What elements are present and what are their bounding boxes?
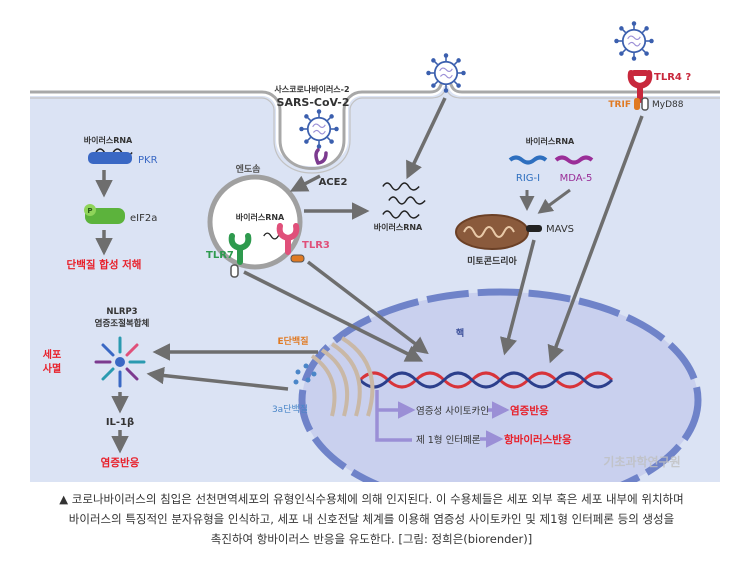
golgi-apparatus-icon bbox=[310, 336, 375, 417]
virus-name-kr-label: 사스코로나바이러스-2 bbox=[274, 84, 349, 94]
arrow-ace2-to-endosome bbox=[289, 174, 321, 192]
virus-name-label: SARS-CoV-2 bbox=[277, 96, 350, 109]
protein-3a-vesicles-icon bbox=[293, 363, 317, 385]
mitochondria-icon bbox=[455, 214, 529, 250]
arrow-virus-to-rna bbox=[406, 97, 447, 180]
myd88-adapter-icon bbox=[641, 97, 649, 111]
nlrp3-label-line1: NLRP3 bbox=[106, 307, 137, 317]
eif2a-label: eIF2a bbox=[130, 213, 157, 224]
arrow-dna-to-outputs bbox=[375, 390, 412, 442]
interferon-label: 제 1형 인터페론 bbox=[416, 435, 481, 446]
phosphate-label: P bbox=[87, 207, 92, 215]
tlr3-receptor-icon bbox=[276, 223, 300, 255]
nlrp3-label-line2: 염증조절복합체 bbox=[95, 318, 150, 329]
rna-endosome-label: 바이러스RNA bbox=[236, 212, 285, 222]
virus-top bbox=[425, 52, 467, 94]
endosome-label: 엔도솜 bbox=[236, 163, 261, 175]
cell-death-label-line1: 세포 bbox=[43, 348, 61, 361]
rig-i-label: RIG-I bbox=[516, 173, 540, 184]
arrow-3a-to-nlrp3 bbox=[146, 366, 289, 391]
inflammation-right-label: 염증반응 bbox=[510, 404, 549, 417]
nucleus-label: 핵 bbox=[456, 327, 464, 339]
mavs-icon bbox=[526, 225, 542, 232]
caption-line-3: 촉진하여 항바이러스 반응을 유도한다. [그림: 정희은(biorender)… bbox=[210, 532, 533, 546]
il1b-label: IL-1β bbox=[106, 417, 134, 428]
e-protein-label: E단백질 bbox=[278, 335, 309, 347]
tlr3-label: TLR3 bbox=[302, 240, 330, 251]
protein-synthesis-inhibition-label: 단백질 합성 저해 bbox=[67, 258, 142, 271]
mitochondria-label: 미토콘드리아 bbox=[467, 255, 517, 267]
caption-line-2: 바이러스의 특징적인 분자유형을 인식하고, 세포 내 신호전달 체계를 이용해… bbox=[68, 512, 675, 526]
tlr4-receptor-icon bbox=[627, 70, 653, 103]
ace2-receptor-icon bbox=[314, 148, 328, 165]
protein-3a-label: 3a단백질 bbox=[272, 403, 308, 415]
trif-adapter-icon bbox=[634, 98, 640, 110]
tlr3-adapter-icon bbox=[290, 254, 305, 263]
ace2-label: ACE2 bbox=[319, 177, 348, 188]
myd88-label: MyD88 bbox=[652, 100, 684, 110]
virus-invagination bbox=[298, 108, 340, 150]
cell-death-label-line2: 사멸 bbox=[43, 362, 61, 375]
cytokine-label: 염증성 사이토카인 bbox=[416, 406, 489, 417]
tlr4-label: TLR4 ? bbox=[654, 72, 691, 83]
rig-i-icon bbox=[508, 155, 548, 165]
virus-top-right bbox=[613, 20, 655, 62]
arrow-tlr7-to-nucleus bbox=[243, 270, 424, 362]
pkr-icon bbox=[88, 152, 132, 164]
nlrp3-inflammasome-icon bbox=[94, 336, 146, 388]
dna-helix-icon bbox=[358, 371, 614, 389]
arrow-mda-to-mavs bbox=[537, 188, 571, 214]
innate-immunity-diagram: 사스코로나바이러스-2 SARS-CoV-2 ACE2 엔도솜 바이러스RNA … bbox=[30, 0, 720, 512]
trif-label: TRIF bbox=[608, 100, 631, 110]
tlr7-receptor-icon bbox=[228, 233, 252, 265]
tlr7-label: TLR7 bbox=[206, 250, 234, 261]
rna-pkr-label: 바이러스RNA bbox=[84, 135, 133, 145]
mda5-icon bbox=[554, 155, 594, 165]
watermark-label: 기초과학연구원 bbox=[603, 454, 680, 469]
mda5-label: MDA-5 bbox=[560, 173, 593, 184]
figure-caption: ▲ 코로나바이러스의 침입은 선천면역세포의 유형인식수용체에 의해 인지된다.… bbox=[20, 489, 723, 549]
rna-rig-label: 바이러스RNA bbox=[526, 136, 575, 146]
nucleus bbox=[302, 292, 698, 508]
inflammation-left-label: 염증반응 bbox=[101, 456, 140, 469]
arrow-mavs-to-nucleus bbox=[500, 239, 536, 356]
caption-line-1: ▲ 코로나바이러스의 침입은 선천면역세포의 유형인식수용체에 의해 인지된다.… bbox=[59, 492, 684, 506]
arrow-tlr3-to-nucleus bbox=[306, 260, 429, 355]
rna-released-label: 바이러스RNA bbox=[374, 222, 423, 232]
tlr7-adapter-icon bbox=[230, 264, 239, 278]
antiviral-label: 항바이러스반응 bbox=[504, 433, 572, 446]
phosphate-icon bbox=[84, 204, 96, 216]
mavs-label: MAVS bbox=[546, 224, 574, 235]
arrow-tlr4-to-nucleus bbox=[547, 115, 644, 364]
pkr-label: PKR bbox=[138, 155, 158, 166]
